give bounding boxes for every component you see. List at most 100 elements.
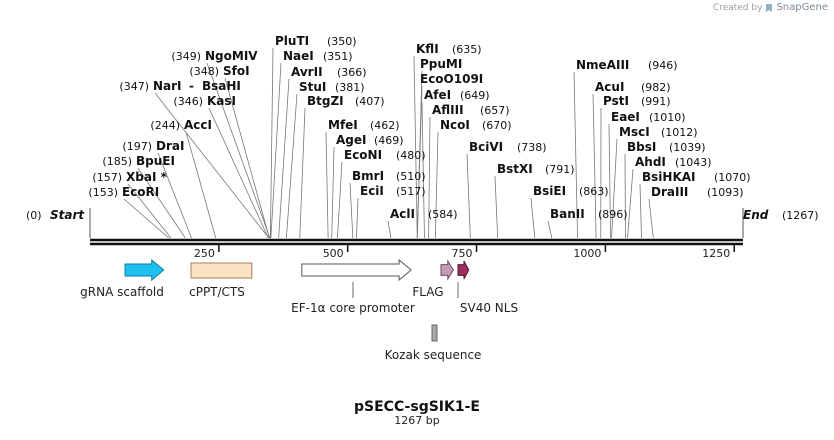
- site-agei[interactable]: AgeI (469): [336, 133, 404, 147]
- site-position: (670): [482, 119, 512, 132]
- ruler-tick-label: 250: [194, 247, 215, 260]
- site-ahdi[interactable]: AhdI(1043): [635, 155, 712, 169]
- site-pluti[interactable]: PluTI(350): [275, 34, 357, 48]
- site-position: (153): [88, 186, 118, 199]
- site-bmri[interactable]: BmrI(510): [352, 169, 426, 183]
- feature-flag[interactable]: FLAG: [412, 261, 453, 299]
- site-btgzi[interactable]: BtgZI(407): [307, 94, 385, 108]
- credit-brand: SnapGene: [776, 2, 828, 13]
- feature-grna-scaffold[interactable]: gRNA scaffold: [80, 260, 164, 299]
- site-leader-line: [388, 221, 391, 238]
- site-position: (991): [641, 95, 671, 108]
- site-psti[interactable]: PstI(991): [603, 94, 671, 108]
- site-mfei[interactable]: MfeI(462): [328, 118, 400, 132]
- site-msci[interactable]: MscI(1012): [619, 125, 698, 139]
- feature-arrow: [458, 261, 469, 279]
- site-name: MfeI: [328, 118, 358, 132]
- site-drai[interactable]: (197) DraI: [122, 139, 184, 153]
- start-label: Start: [50, 208, 85, 222]
- site-name: NaeI: [283, 49, 314, 63]
- site-sfoi[interactable]: (348)SfoI: [189, 64, 249, 78]
- site-bsihkai[interactable]: BsiHKAI(1070): [642, 170, 751, 184]
- site-name: BciVI: [469, 140, 503, 154]
- site-bbsi[interactable]: BbsI(1039): [627, 140, 706, 154]
- site-acui[interactable]: AcuI(982): [595, 80, 671, 94]
- site-ecoo109i[interactable]: EcoO109I: [420, 72, 483, 86]
- site-name: EciI: [360, 184, 384, 198]
- site-name: AclI: [390, 207, 415, 221]
- site-leader-line: [356, 198, 358, 238]
- site-position: (649): [460, 89, 490, 102]
- site-bsiei[interactable]: BsiEI(863): [533, 184, 609, 198]
- site-position: (896): [598, 208, 628, 221]
- site-afei[interactable]: AfeI (649): [424, 88, 490, 102]
- site-eaei[interactable]: EaeI (1010): [611, 110, 686, 124]
- credit-prefix: Created by: [713, 3, 763, 13]
- site-ngomiv[interactable]: (349)NgoMIV: [171, 49, 258, 63]
- site-name: DraI: [156, 139, 184, 153]
- site-position: (584): [428, 208, 458, 221]
- site-draiii[interactable]: DraIII(1093): [651, 185, 744, 199]
- site-acci[interactable]: (244)AccI: [150, 118, 212, 132]
- feature-cppt-cts[interactable]: cPPT/CTS: [189, 263, 252, 299]
- site-kasi[interactable]: (346)KasI: [173, 94, 236, 108]
- site-bcivi[interactable]: BciVI(738): [469, 140, 547, 154]
- site-position: (349): [171, 50, 201, 63]
- site-leader-line: [612, 139, 617, 238]
- feature-ef-1-core-promoter[interactable]: EF-1α core promoter: [291, 260, 415, 315]
- site-position: (635): [452, 43, 482, 56]
- feature-sv40-nls[interactable]: SV40 NLS: [458, 261, 518, 315]
- feature-label: Kozak sequence: [385, 348, 482, 362]
- site-leader-line: [337, 162, 342, 238]
- site-nmeaiii[interactable]: NmeAIII(946): [576, 58, 678, 72]
- site-name: StuI: [299, 80, 326, 94]
- site-position: (517): [396, 185, 426, 198]
- site-position: (1010): [649, 111, 686, 124]
- site-name: AfeI: [424, 88, 451, 102]
- feature-kozak-sequence[interactable]: Kozak sequence: [385, 325, 482, 362]
- site-nari[interactable]: (347)NarI-BsaHI: [119, 79, 241, 93]
- site-banii[interactable]: BanII (896): [550, 207, 628, 221]
- site-position: (1043): [675, 156, 712, 169]
- site-position: (350): [327, 35, 357, 48]
- site-econi[interactable]: EcoNI(480): [344, 148, 426, 162]
- site-bstxi[interactable]: BstXI(791): [497, 162, 575, 176]
- site-position: (351): [323, 50, 353, 63]
- site-name: EaeI: [611, 110, 640, 124]
- site-ecii[interactable]: EciI (517): [360, 184, 426, 198]
- site-name-combo: BsaHI: [202, 79, 241, 93]
- site-stui[interactable]: StuI (381): [299, 80, 365, 94]
- site-xbai[interactable]: (157)XbaI *: [92, 170, 167, 184]
- site-naei[interactable]: NaeI (351): [283, 49, 353, 63]
- site-name: AgeI: [336, 133, 366, 147]
- site-position: (348): [189, 65, 219, 78]
- end-position: (1267): [782, 209, 819, 222]
- ruler-tick-label: 1250: [702, 247, 730, 260]
- feature-label: EF-1α core promoter: [291, 301, 415, 315]
- site-name: BpuEI: [136, 154, 175, 168]
- site-bpuei[interactable]: (185)BpuEI: [102, 154, 175, 168]
- site-position: (469): [374, 134, 404, 147]
- site-position: (510): [396, 170, 426, 183]
- site-name: MscI: [619, 125, 650, 139]
- site-leader-line: [593, 94, 596, 238]
- site-leader-line: [124, 199, 169, 238]
- site-position: (381): [335, 81, 365, 94]
- site-position: (791): [545, 163, 575, 176]
- site-afliii[interactable]: AflIII(657): [432, 103, 510, 117]
- site-ppumi[interactable]: PpuMI: [420, 57, 462, 71]
- plasmid-length: 1267 bp: [394, 414, 439, 427]
- site-name: EcoO109I: [420, 72, 483, 86]
- site-kfli[interactable]: KflI(635): [416, 42, 482, 56]
- site-position: (197): [122, 140, 152, 153]
- site-name: AvrII: [291, 65, 323, 79]
- site-leader-line: [186, 132, 216, 238]
- site-ncoi[interactable]: NcoI(670): [440, 118, 512, 132]
- site-ecori[interactable]: (153)EcoRI: [88, 185, 159, 199]
- site-name: BanII: [550, 207, 585, 221]
- site-avrii[interactable]: AvrII(366): [291, 65, 367, 79]
- site-name: BsiHKAI: [642, 170, 696, 184]
- site-name: NmeAIII: [576, 58, 629, 72]
- site-position: (657): [480, 104, 510, 117]
- site-name: AcuI: [595, 80, 624, 94]
